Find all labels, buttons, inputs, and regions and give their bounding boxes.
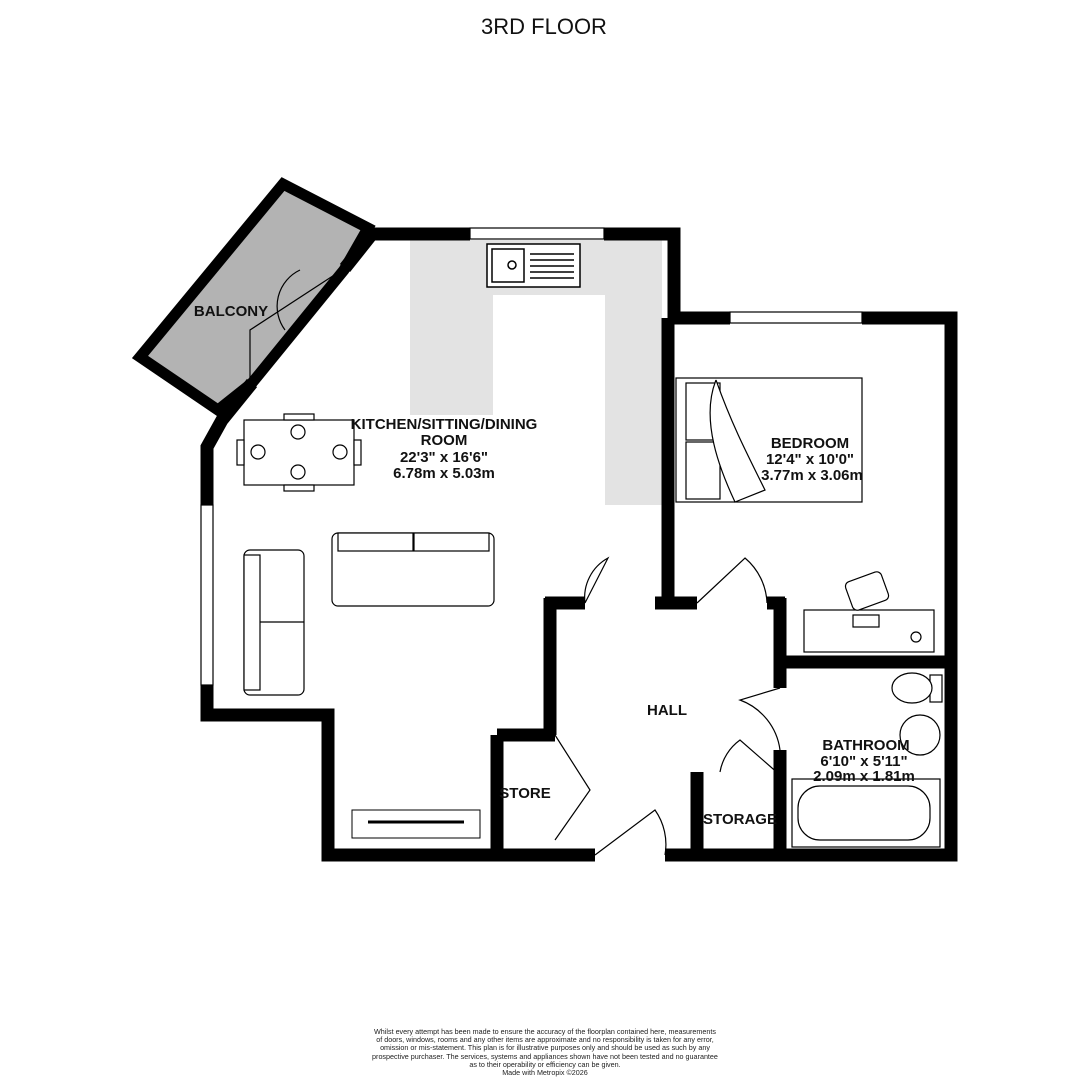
sink-icon [486,243,581,288]
sofa-icon [243,532,495,696]
kitchen-counter [410,240,662,505]
windows [200,227,863,686]
disclaimer-line: omission or mis-statement. This plan is … [380,1043,710,1053]
disclaimer-line: Whilst every attempt has been made to en… [374,1027,716,1036]
bath-icon [791,778,941,848]
kitchen-metric: 6.78m x 5.03m [393,465,495,482]
disclaimer: Whilst every attempt has been made to en… [340,1027,750,1078]
balcony-area [131,177,376,417]
disclaimer-line: as to their operability or efficiency ca… [469,1059,621,1069]
tv-unit-icon [351,809,481,839]
bathroom-metric: 2.09m x 1.81m [813,768,915,785]
bedroom-label: BEDROOM [771,435,849,452]
store-label: STORE [499,785,550,802]
kitchen-label: KITCHEN/SITTING/DINING [351,416,538,433]
floor-title: 3RD FLOOR [481,14,607,39]
desk-icon [803,571,935,653]
storage-label: STORAGE [703,811,777,828]
kitchen-imperial: 22'3" x 16'6" [400,449,488,466]
credit-line: Made with Metropix ©2026 [502,1068,588,1078]
dining-table-icon [236,413,362,492]
hall-label: HALL [647,702,687,719]
bathroom-label: BATHROOM [822,737,909,754]
bedroom-metric: 3.77m x 3.06m [761,467,863,484]
bathroom-imperial: 6'10" x 5'11" [820,753,907,770]
kitchen-label-2: ROOM [421,432,468,449]
walls [200,227,958,862]
doors [249,267,781,856]
disclaimer-line: prospective purchaser. The services, sys… [372,1051,718,1061]
disclaimer-line: of doors, windows, rooms and any other i… [376,1035,714,1045]
bed-icon [675,377,863,503]
bedroom-imperial: 12'4" x 10'0" [766,451,854,468]
toilet-icon [891,672,943,756]
balcony-label: BALCONY [194,303,268,320]
